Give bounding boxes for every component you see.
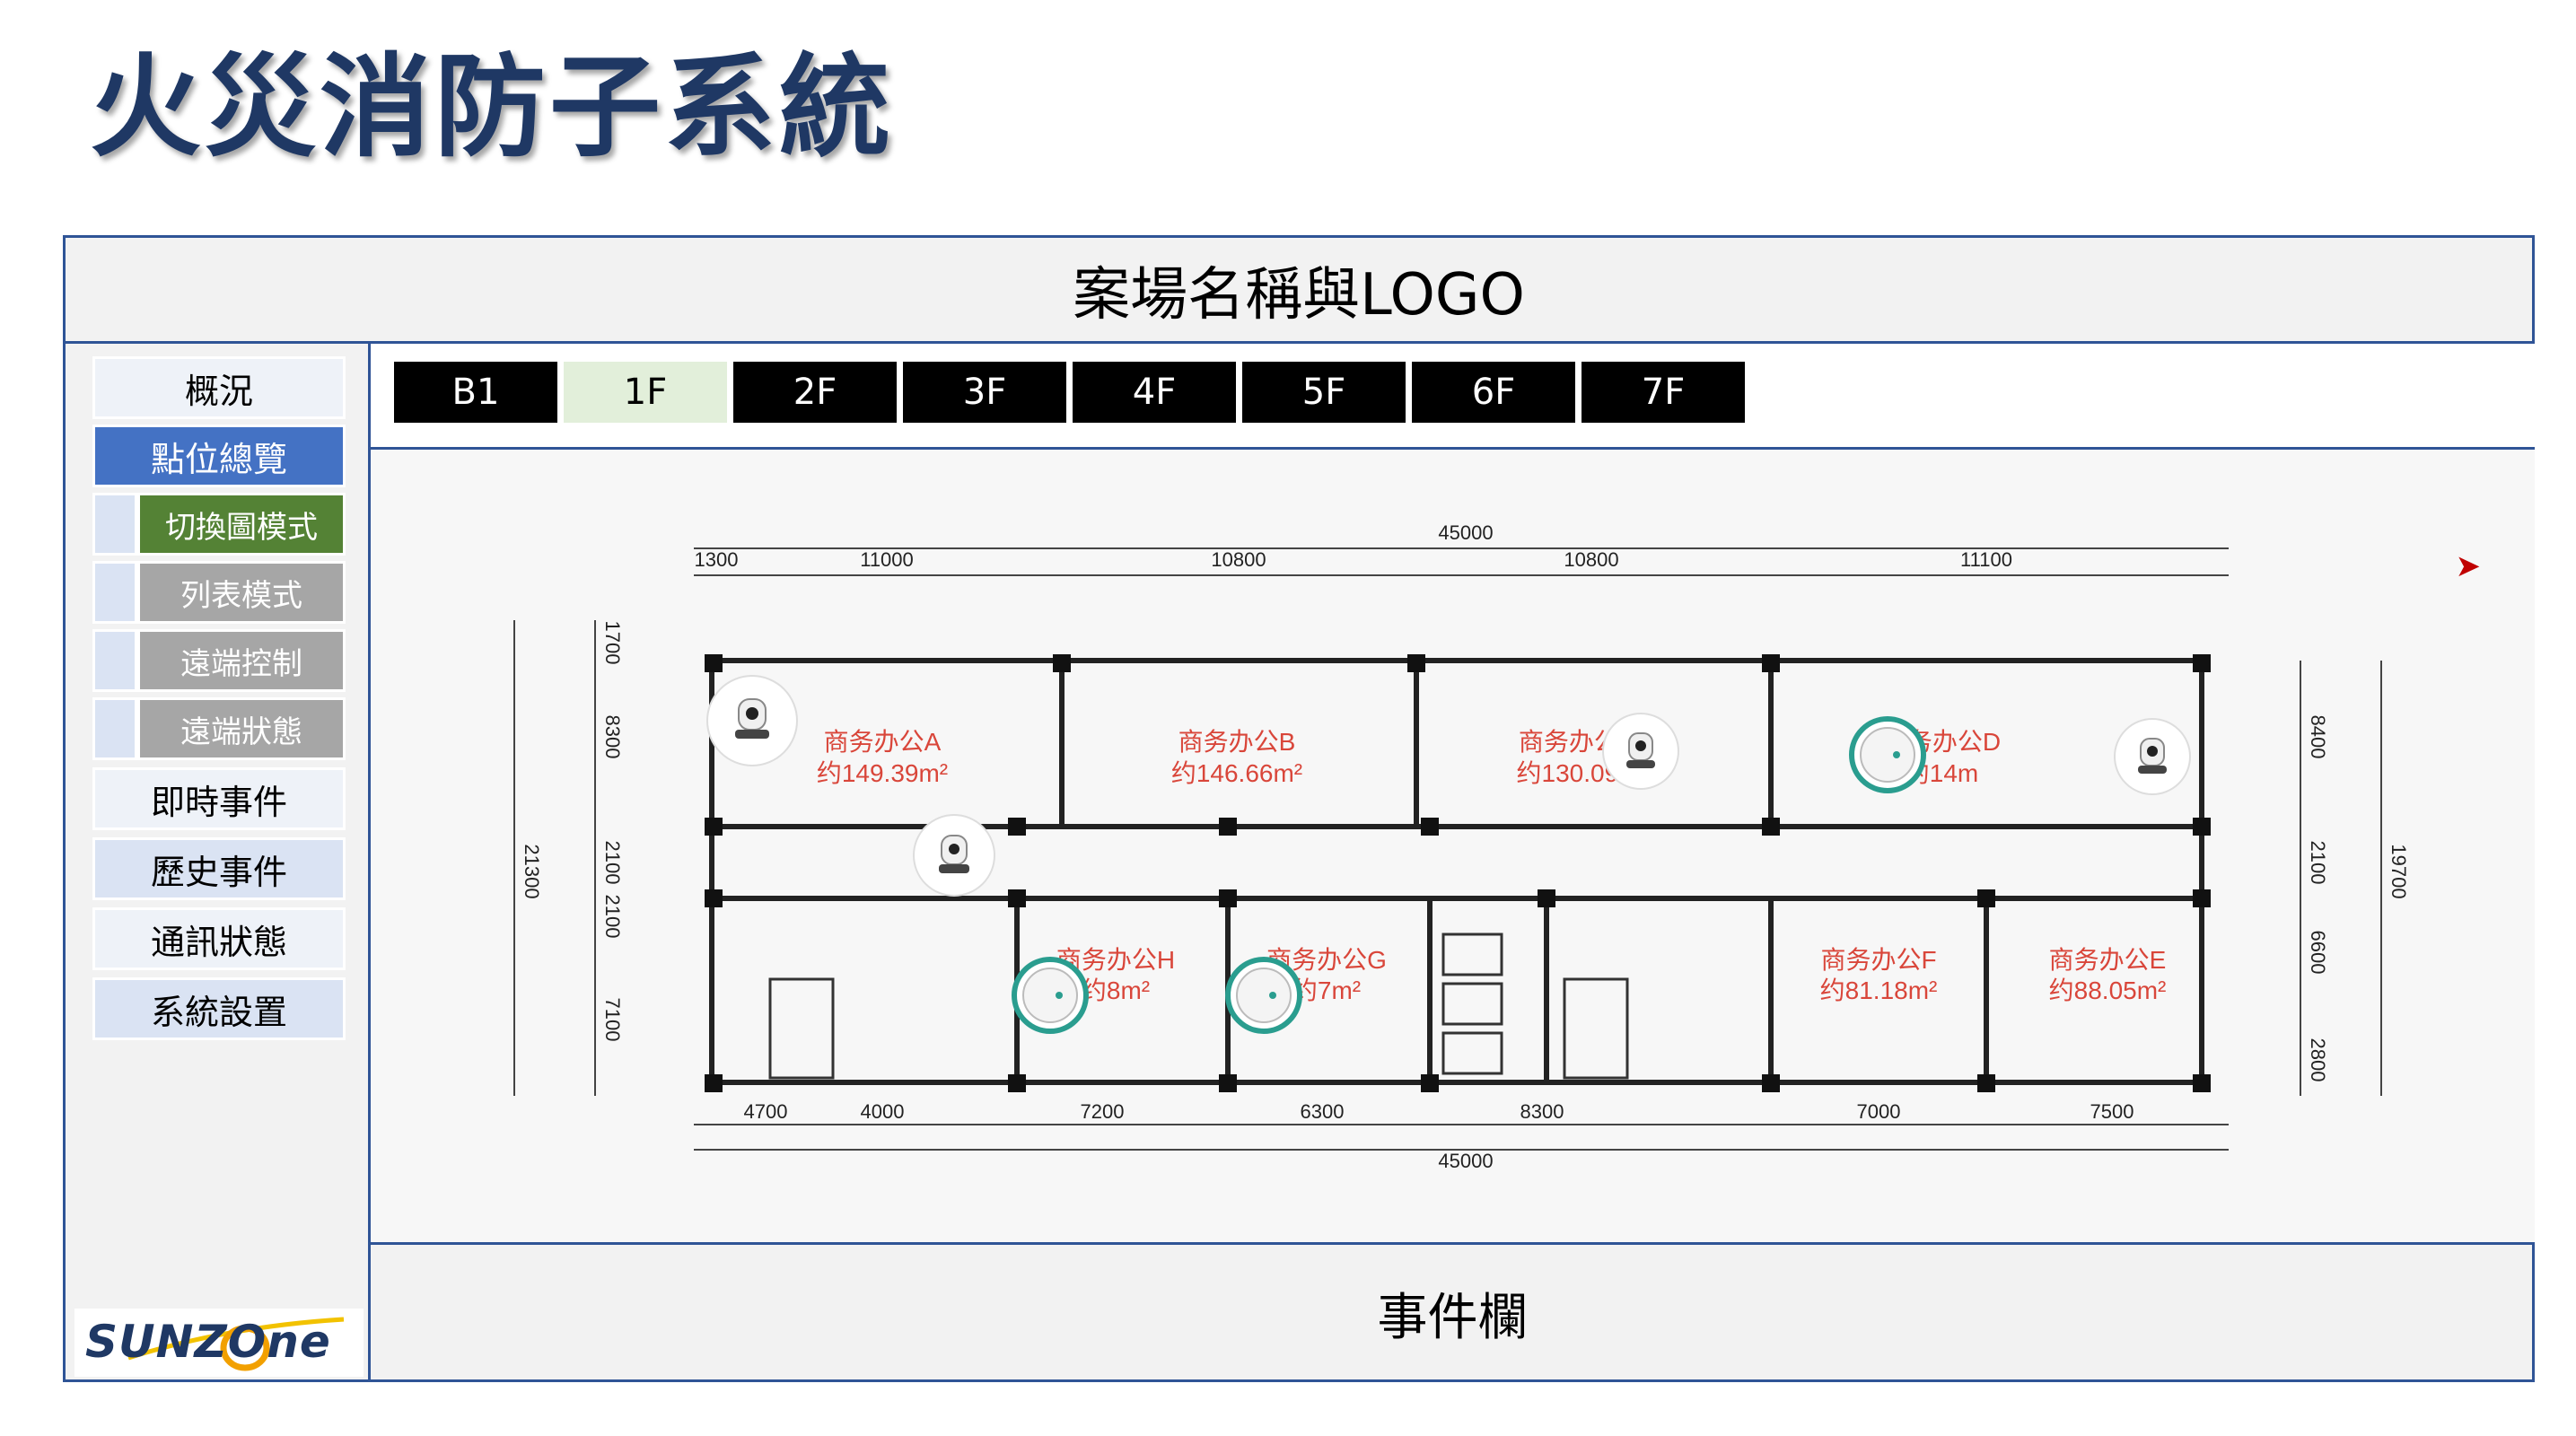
dim-right: 8400 xyxy=(2307,715,2329,759)
site-header: 案場名稱與LOGO xyxy=(66,238,2532,344)
dim-right-total: 19700 xyxy=(2388,844,2410,898)
dim-total-bottom: 45000 xyxy=(1438,1150,1493,1172)
sidebar-item-system-settings[interactable]: 系統設置 xyxy=(92,977,346,1040)
subitem-remote-control[interactable]: 遠端控制 xyxy=(137,629,346,692)
room-area: 约8m² xyxy=(1082,976,1150,1004)
sidebar-item-point-overview[interactable]: 點位總覽 xyxy=(92,425,346,487)
smoke-detector-icon[interactable] xyxy=(1012,957,1089,1034)
dim-top: 10800 xyxy=(1211,548,1266,571)
tab-floor-7f[interactable]: 7F xyxy=(1580,360,1747,425)
dim-left-total: 21300 xyxy=(521,844,543,898)
sidebar-item-overview[interactable]: 概況 xyxy=(92,356,346,419)
sidebar-item-live-events[interactable]: 即時事件 xyxy=(92,767,346,830)
dim-left: 1700 xyxy=(601,621,624,665)
dim-left: 2100 xyxy=(601,841,624,885)
smoke-detector-icon[interactable] xyxy=(1225,957,1302,1034)
dim-bottom: 4700 xyxy=(744,1100,788,1123)
room-name: 商务办公B xyxy=(1178,728,1296,756)
core-stairs xyxy=(768,933,1629,1080)
dim-bottom: 6300 xyxy=(1301,1100,1345,1123)
tab-floor-2f[interactable]: 2F xyxy=(732,360,898,425)
tab-floor-1f[interactable]: 1F xyxy=(562,360,729,425)
dim-top: 11100 xyxy=(1960,548,2012,571)
expand-arrow-icon[interactable]: ➤ xyxy=(2455,548,2482,584)
tab-floor-b1[interactable]: B1 xyxy=(392,360,559,425)
logo-text: SUNZOne xyxy=(85,1316,331,1368)
tab-floor-5f[interactable]: 5F xyxy=(1240,360,1407,425)
floor-tab-bar: B1 1F 2F 3F 4F 5F 6F 7F xyxy=(371,344,2535,450)
sidebar-item-comm-status[interactable]: 通訊狀態 xyxy=(92,907,346,970)
dim-top: 1300 xyxy=(695,548,739,571)
room-area: 约88.05m² xyxy=(2049,976,2167,1004)
dimension-lines xyxy=(513,547,2382,1151)
dim-right: 2100 xyxy=(2307,841,2329,885)
subitem-remote-status[interactable]: 遠端狀態 xyxy=(137,697,346,760)
dim-left: 7100 xyxy=(601,998,624,1042)
submenu-indent xyxy=(92,561,137,624)
company-logo: SUNZOne xyxy=(74,1309,364,1377)
room-area: 约81.18m² xyxy=(1820,976,1938,1004)
tab-floor-6f[interactable]: 6F xyxy=(1410,360,1577,425)
sidebar: 概況 點位總覽 切換圖模式 列表模式 遠端控制 遠端狀態 即時事件 歷史事件 通… xyxy=(66,344,371,1382)
camera-icon[interactable] xyxy=(913,814,995,897)
dim-top: 10800 xyxy=(1564,548,1618,571)
tab-floor-3f[interactable]: 3F xyxy=(901,360,1068,425)
smoke-detector-icon[interactable] xyxy=(1849,716,1926,793)
dim-left: 2100 xyxy=(601,895,624,939)
room-area: 约7m² xyxy=(1292,976,1361,1004)
subitem-map-mode[interactable]: 切換圖模式 xyxy=(137,493,346,556)
subitem-list-mode[interactable]: 列表模式 xyxy=(137,561,346,624)
sidebar-item-history-events[interactable]: 歷史事件 xyxy=(92,837,346,900)
tab-floor-4f[interactable]: 4F xyxy=(1071,360,1238,425)
dim-bottom: 7500 xyxy=(2090,1100,2134,1123)
submenu-indent xyxy=(92,493,137,556)
dim-top: 11000 xyxy=(860,548,914,571)
dim-bottom: 7200 xyxy=(1081,1100,1125,1123)
submenu-indent xyxy=(92,629,137,692)
camera-icon[interactable] xyxy=(2114,718,2191,795)
room-name: 商务办公A xyxy=(824,728,942,756)
dim-bottom: 4000 xyxy=(861,1100,905,1123)
floor-plan: 45000 1300 11000 10800 10800 11100 4700 … xyxy=(513,521,2410,1172)
structural-columns xyxy=(705,654,2211,1092)
camera-icon[interactable] xyxy=(1602,713,1679,790)
room-area: 约146.66m² xyxy=(1171,759,1302,787)
room-name: 商务办公E xyxy=(2049,946,2167,974)
dim-right: 2800 xyxy=(2307,1038,2329,1082)
page-title: 火災消防子系統 xyxy=(90,43,895,172)
logo-swoosh xyxy=(127,1317,345,1371)
submenu-indent xyxy=(92,697,137,760)
dim-left: 8300 xyxy=(601,715,624,759)
floor-plan-area: ➤ xyxy=(371,450,2535,1245)
event-bar: 事件欄 xyxy=(1377,1289,1529,1347)
room-name: 商务办公F xyxy=(1820,946,1936,974)
camera-icon[interactable] xyxy=(706,675,798,766)
dim-bottom: 7000 xyxy=(1857,1100,1901,1123)
room-area: 约149.39m² xyxy=(817,759,948,787)
dim-total-top: 45000 xyxy=(1438,521,1493,544)
dim-right: 6600 xyxy=(2307,931,2329,975)
dashboard-frame: 案場名稱與LOGO 概況 點位總覽 切換圖模式 列表模式 遠端控制 遠端狀態 即… xyxy=(63,235,2535,1382)
dim-bottom: 8300 xyxy=(1520,1100,1564,1123)
